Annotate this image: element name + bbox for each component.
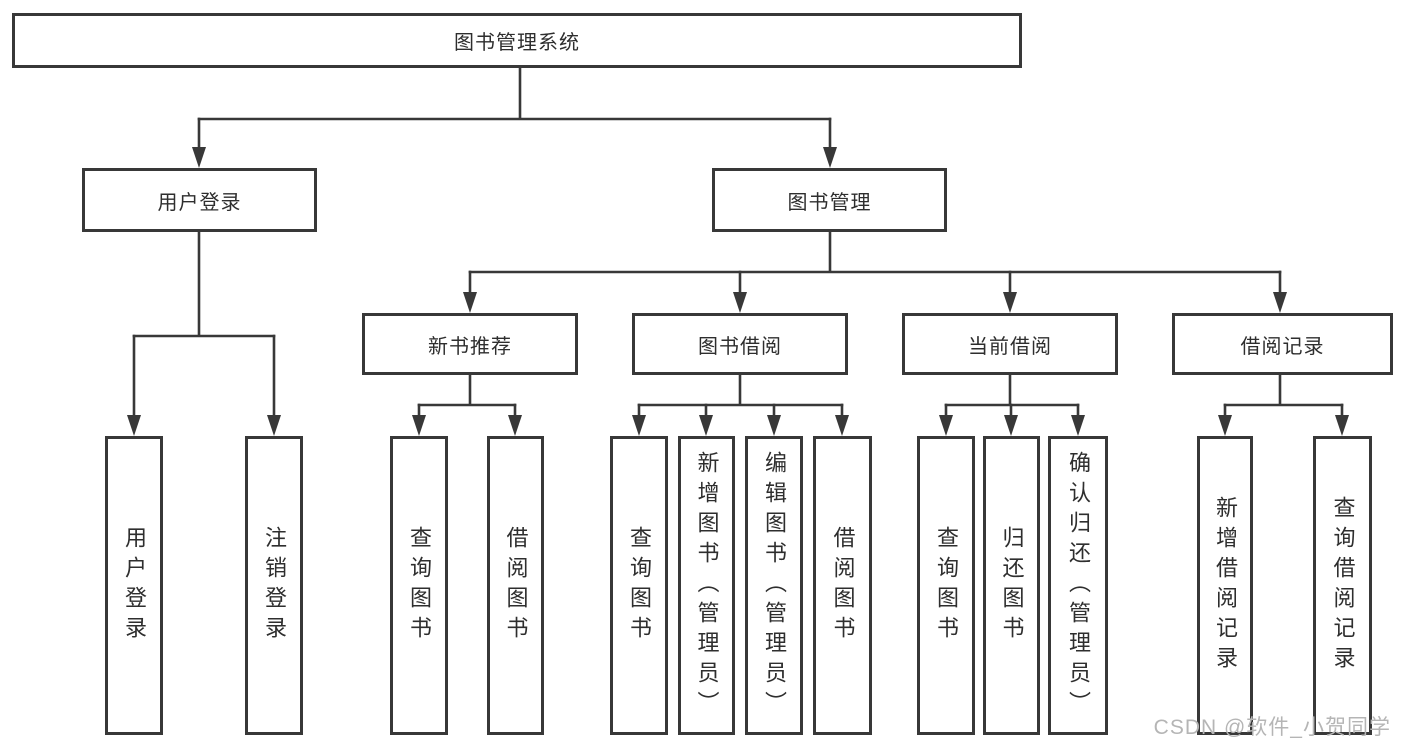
arrowhead-icons (127, 147, 1349, 436)
leaf-borrow-books-recommend-label: 借阅图书 (503, 525, 529, 646)
node-user-login-label: 用户登录 (157, 191, 242, 214)
leaf-user-login: 用户登录 (105, 436, 163, 735)
leaf-return-books: 归还图书 (983, 436, 1040, 735)
node-root: 图书管理系统 (12, 13, 1022, 68)
watermark: CSDN @软件_小贺同学 (1153, 716, 1391, 739)
leaf-add-borrow-record: 新增借阅记录 (1197, 436, 1253, 735)
node-current-borrowing: 当前借阅 (902, 313, 1118, 375)
node-book-borrowing: 图书借阅 (632, 313, 848, 375)
node-book-management: 图书管理 (712, 168, 947, 232)
leaf-add-books-admin-label: 新增图书（管理员） (694, 450, 720, 721)
node-current-borrowing-label: 当前借阅 (968, 335, 1052, 358)
node-new-book-recommend: 新书推荐 (362, 313, 578, 375)
leaf-logout-label: 注销登录 (262, 525, 287, 646)
leaf-add-borrow-record-label: 新增借阅记录 (1213, 495, 1238, 676)
leaf-logout: 注销登录 (245, 436, 303, 735)
node-new-book-recommend-label: 新书推荐 (428, 335, 512, 358)
leaf-confirm-return-admin-label: 确认归还（管理员） (1066, 450, 1091, 721)
leaf-borrow-books-recommend: 借阅图书 (487, 436, 544, 735)
leaf-query-books-recommend-label: 查询图书 (407, 525, 432, 646)
leaf-query-books-recommend: 查询图书 (390, 436, 448, 735)
leaf-query-books-borrowing: 查询图书 (610, 436, 668, 735)
node-root-label: 图书管理系统 (454, 32, 580, 54)
leaf-add-books-admin: 新增图书（管理员） (678, 436, 735, 735)
leaf-query-books-current: 查询图书 (917, 436, 975, 735)
leaf-query-books-current-label: 查询图书 (934, 525, 959, 646)
node-book-borrowing-label: 图书借阅 (698, 335, 782, 358)
leaf-return-books-label: 归还图书 (999, 525, 1025, 646)
leaf-query-borrow-record: 查询借阅记录 (1313, 436, 1372, 735)
leaf-user-login-label: 用户登录 (122, 525, 147, 646)
leaf-confirm-return-admin: 确认归还（管理员） (1048, 436, 1108, 735)
leaf-query-books-borrowing-label: 查询图书 (627, 525, 652, 646)
leaf-borrow-books-borrowing-label: 借阅图书 (830, 525, 856, 646)
node-borrowing-records: 借阅记录 (1172, 313, 1393, 375)
node-borrowing-records-label: 借阅记录 (1240, 335, 1325, 358)
leaf-edit-books-admin-label: 编辑图书（管理员） (762, 450, 787, 721)
node-user-login: 用户登录 (82, 168, 317, 232)
node-book-management-label: 图书管理 (787, 191, 872, 214)
leaf-borrow-books-borrowing: 借阅图书 (813, 436, 872, 735)
leaf-edit-books-admin: 编辑图书（管理员） (745, 436, 803, 735)
leaf-query-borrow-record-label: 查询借阅记录 (1330, 495, 1356, 676)
